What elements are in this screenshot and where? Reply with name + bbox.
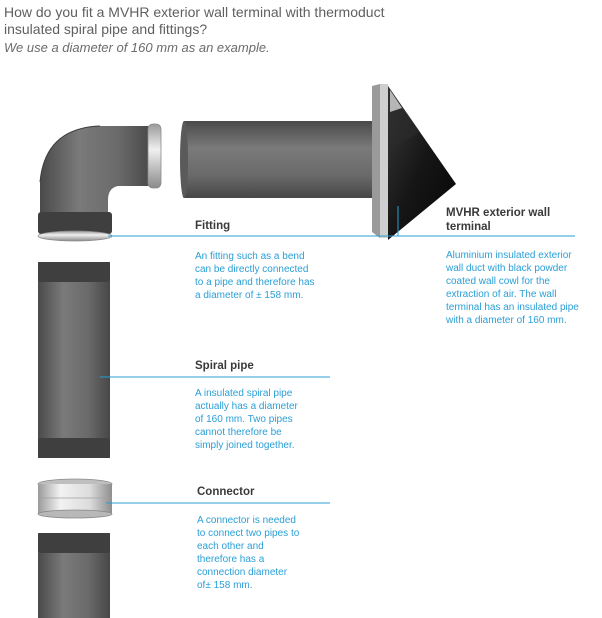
wall-terminal: [372, 84, 456, 240]
fitting-desc-line: An fitting such as a bend: [195, 251, 305, 262]
bend-fitting: [37, 123, 162, 242]
fitting-desc-line: can be directly connected: [195, 264, 309, 275]
terminal-label: MVHR exterior wall terminal: [446, 206, 550, 234]
spiral-desc-line: A insulated spiral pipe: [195, 388, 293, 399]
fitting-desc-line: a diameter of ± 158 mm.: [195, 290, 304, 301]
fitting-description: An fitting such as a bend can be directl…: [195, 250, 315, 302]
connector-description: A connector is needed to connect two pip…: [197, 514, 299, 592]
callout-lines: [100, 206, 575, 504]
header: How do you fit a MVHR exterior wall term…: [4, 4, 594, 56]
terminal-desc-line: extraction of air. The wall: [446, 289, 557, 300]
spiral-desc-line: of 160 mm. Two pipes: [195, 414, 293, 425]
spiral-pipe-label: Spiral pipe: [195, 360, 254, 372]
fitting-label: Fitting: [195, 220, 231, 232]
spiral-desc-line: actually has a diameter: [195, 401, 298, 412]
terminal-desc-line: terminal has an insulated pipe: [446, 302, 579, 313]
connector-label: Connector: [197, 486, 255, 498]
page-title-line-1: How do you fit a MVHR exterior wall term…: [4, 4, 385, 20]
fitting-desc-line: to a pipe and therefore has: [195, 277, 315, 288]
connector-desc-line: therefore has a: [197, 554, 265, 565]
page-title-line-2: insulated spiral pipe and fittings?: [4, 21, 208, 37]
terminal-desc-line: with a diameter of 160 mm.: [446, 315, 567, 326]
connector-desc-line: each other and: [197, 541, 264, 552]
bottom-pipe: [38, 533, 110, 618]
connector: [37, 478, 113, 519]
page-subtitle: We use a diameter of 160 mm as an exampl…: [4, 40, 270, 55]
spiral-desc-line: simply joined together.: [195, 440, 295, 451]
spiral-pipe-description: A insulated spiral pipe actually has a d…: [195, 387, 298, 452]
terminal-description: Aluminium insulated exterior wall duct w…: [446, 249, 579, 327]
connector-desc-line: to connect two pipes to: [197, 528, 300, 539]
connector-desc-line: connection diameter: [197, 567, 288, 578]
spiral-desc-line: cannot therefore be: [195, 427, 282, 438]
connector-desc-line: A connector is needed: [197, 515, 296, 526]
terminal-desc-line: wall duct with black powder: [446, 263, 568, 274]
terminal-desc-line: coated wall cowl for the: [446, 276, 550, 287]
connector-desc-line: of± 158 mm.: [197, 580, 253, 591]
horizontal-pipe: [180, 121, 380, 198]
terminal-label-line: terminal: [446, 221, 491, 233]
terminal-desc-line: Aluminium insulated exterior: [446, 250, 572, 261]
terminal-label-line: MVHR exterior wall: [446, 207, 551, 219]
spiral-pipe: [38, 262, 110, 458]
